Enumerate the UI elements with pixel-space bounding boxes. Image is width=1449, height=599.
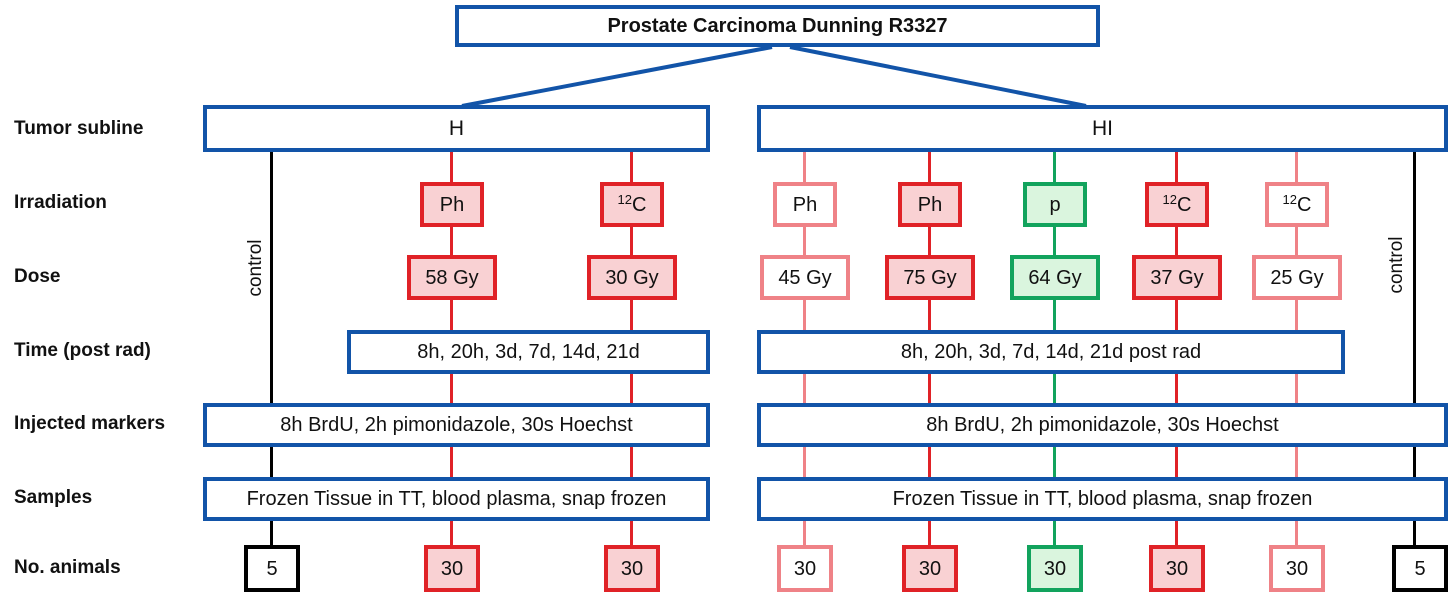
h-animals-arm2: 30	[604, 545, 660, 592]
h-animals-arm1: 30	[424, 545, 480, 592]
irradiation-label: 12C	[1282, 191, 1312, 216]
subline-box-h: H	[203, 105, 710, 152]
hi-dose-25gy: 25 Gy	[1252, 255, 1342, 300]
hi-animals-arm2: 30	[902, 545, 958, 592]
h-samples-box: Frozen Tissue in TT, blood plasma, snap …	[203, 477, 710, 521]
h-irradiation-ph: Ph	[420, 182, 484, 227]
hi-irradiation-ph-high: Ph	[898, 182, 962, 227]
irradiation-label: Ph	[792, 193, 818, 216]
row-label-tumor-subline: Tumor subline	[14, 118, 144, 139]
h-dose-30gy: 30 Gy	[587, 255, 677, 300]
hi-dose-75gy: 75 Gy	[885, 255, 975, 300]
hi-samples-box: Frozen Tissue in TT, blood plasma, snap …	[757, 477, 1448, 521]
subline-box-hi: HI	[757, 105, 1448, 152]
title-to-h-line	[461, 45, 773, 108]
row-label-no-animals: No. animals	[14, 557, 121, 578]
h-control-label: control	[245, 239, 266, 297]
hi-irradiation-12c-low: 12C	[1265, 182, 1329, 227]
hi-animals-arm4: 30	[1149, 545, 1205, 592]
h-control-line	[270, 152, 273, 550]
h-markers-box: 8h BrdU, 2h pimonidazole, 30s Hoechst	[203, 403, 710, 447]
irradiation-label: 12C	[617, 191, 647, 216]
row-label-dose: Dose	[14, 266, 61, 287]
irradiation-label: p	[1049, 193, 1061, 216]
h-time-box: 8h, 20h, 3d, 7d, 14d, 21d	[347, 330, 710, 374]
h-animals-control: 5	[244, 545, 300, 592]
hi-control-label: control	[1386, 236, 1407, 294]
title-to-hi-line	[789, 45, 1087, 108]
hi-dose-64gy: 64 Gy	[1010, 255, 1100, 300]
row-label-samples: Samples	[14, 487, 93, 508]
irradiation-label: Ph	[917, 193, 943, 216]
hi-dose-37gy: 37 Gy	[1132, 255, 1222, 300]
hi-animals-arm1: 30	[777, 545, 833, 592]
hi-markers-box: 8h BrdU, 2h pimonidazole, 30s Hoechst	[757, 403, 1448, 447]
hi-control-line	[1413, 152, 1416, 550]
hi-time-box: 8h, 20h, 3d, 7d, 14d, 21d post rad	[757, 330, 1345, 374]
row-label-irradiation: Irradiation	[14, 192, 107, 213]
hi-animals-arm5: 30	[1269, 545, 1325, 592]
hi-irradiation-p: p	[1023, 182, 1087, 227]
row-label-time-post-rad: Time (post rad)	[14, 340, 151, 361]
irradiation-label: 12C	[1162, 191, 1192, 216]
title-box: Prostate Carcinoma Dunning R3327	[455, 5, 1100, 47]
hi-irradiation-12c-high: 12C	[1145, 182, 1209, 227]
hi-dose-45gy: 45 Gy	[760, 255, 850, 300]
h-irradiation-12c: 12C	[600, 182, 664, 227]
h-dose-58gy: 58 Gy	[407, 255, 497, 300]
hi-animals-arm3: 30	[1027, 545, 1083, 592]
hi-animals-control: 5	[1392, 545, 1448, 592]
hi-irradiation-ph-low: Ph	[773, 182, 837, 227]
irradiation-label: Ph	[439, 193, 465, 216]
row-label-injected-markers: Injected markers	[14, 413, 166, 434]
